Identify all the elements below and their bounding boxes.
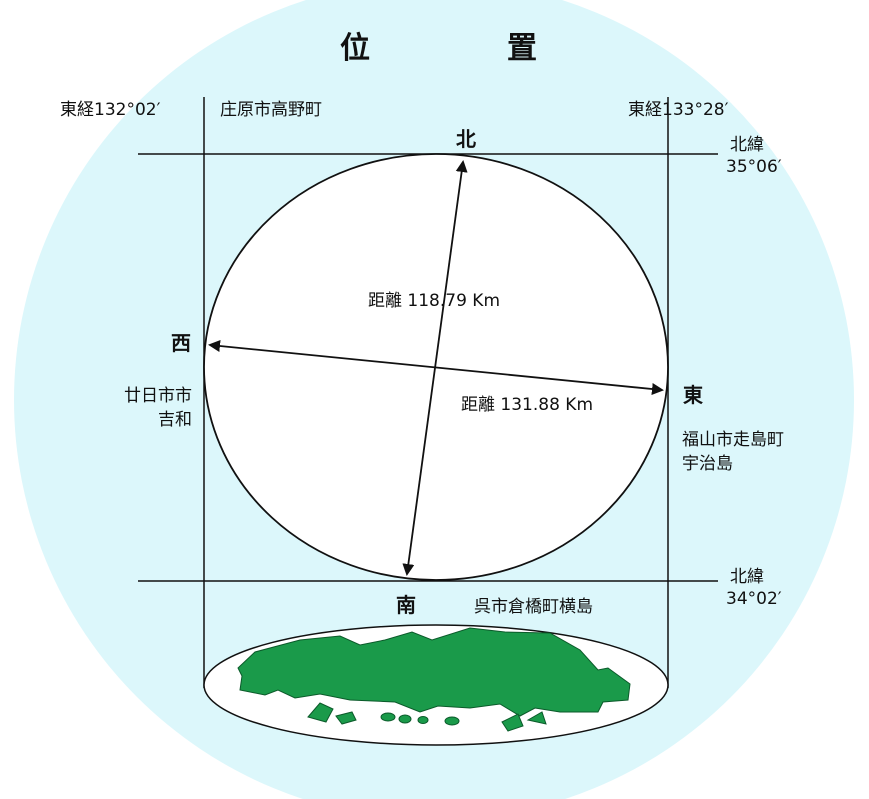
island-4 — [398, 714, 412, 724]
west-place-label-1: 廿日市市 — [124, 386, 192, 406]
west-place-label-2: 吉和 — [158, 410, 192, 430]
north-parallel-label-1: 北緯 — [730, 135, 764, 155]
east-place-label-2: 宇治島 — [682, 454, 733, 474]
east-place-label-1: 福山市走島町 — [682, 430, 784, 450]
west-label: 西 — [171, 331, 191, 355]
north-label: 北 — [456, 127, 476, 151]
west-meridian-label: 東経132°02′ — [60, 100, 161, 120]
island-6 — [444, 716, 460, 726]
north-south-distance: 距離 118.79 Km — [368, 291, 500, 311]
east-label: 東 — [683, 383, 703, 407]
island-1 — [307, 702, 334, 723]
south-parallel-label-1: 北緯 — [730, 567, 764, 587]
island-3 — [380, 712, 396, 722]
island-7 — [501, 713, 524, 732]
south-label: 南 — [396, 593, 416, 617]
east-west-arrow — [208, 340, 664, 395]
title-char-1: 位 — [340, 31, 370, 66]
island-8 — [526, 711, 547, 725]
south-parallel-label-2: 34°02′ — [726, 589, 782, 609]
south-place-label: 呉市倉橋町横島 — [474, 597, 593, 617]
east-west-distance: 距離 131.88 Km — [461, 395, 593, 415]
land-shape — [237, 627, 631, 717]
east-meridian-label: 東経133°28′ — [628, 100, 729, 120]
north-place-label: 庄原市高野町 — [220, 100, 322, 120]
title-char-2: 置 — [507, 31, 537, 66]
island-2 — [335, 711, 357, 725]
island-5 — [417, 716, 429, 724]
north-parallel-label-2: 35°06′ — [726, 157, 782, 177]
